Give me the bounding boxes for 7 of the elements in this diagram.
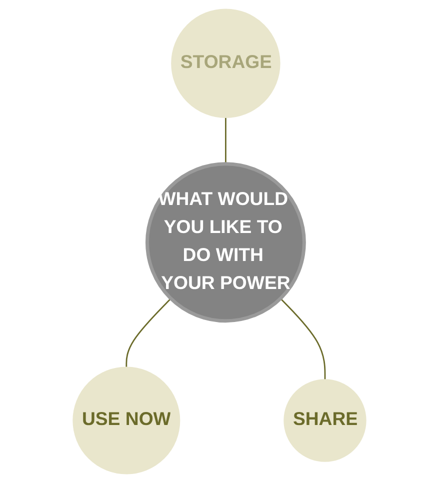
connector (280, 298, 326, 380)
node-circle: WHAT WOULD YOU LIKE TO DO WITH YOUR POWER (145, 162, 306, 323)
node-circle: USE NOW (72, 366, 180, 474)
node-circle: SHARE (284, 379, 366, 462)
connector (225, 117, 226, 164)
connector (126, 298, 172, 368)
node-circle: STORAGE (171, 8, 280, 118)
